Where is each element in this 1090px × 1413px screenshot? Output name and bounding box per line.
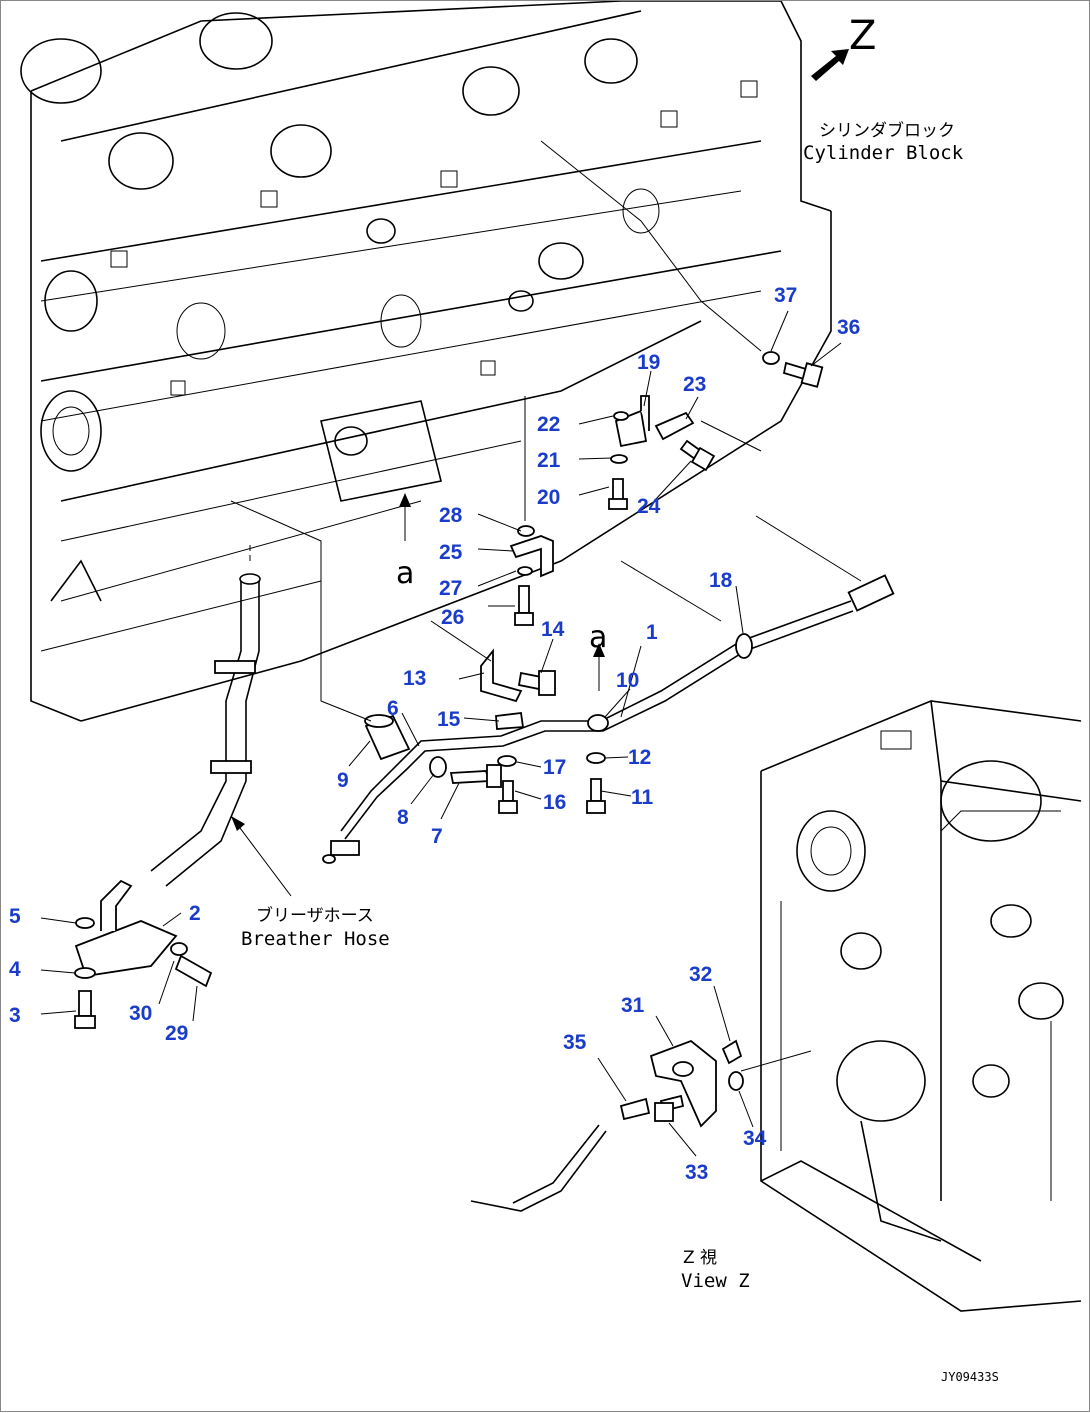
callout-24: 24 [637,495,661,518]
reference-mark-a-upper: a [396,556,414,591]
cylinder-block-label-jp: シリンダブロック [819,120,955,141]
corner-view-mark: Z [849,13,876,59]
callout-20: 20 [537,486,560,509]
callout-16: 16 [543,791,566,814]
callout-9: 9 [337,769,349,792]
callout-28: 28 [439,504,463,527]
callout-34: 34 [743,1127,767,1150]
cylinder-block-label-en: Cylinder Block [803,142,964,164]
reference-mark-a-lower: a [589,620,607,655]
leader-lines [40,49,862,1157]
bracket-31-drawing [470,1039,744,1212]
callout-19: 19 [637,351,660,374]
callout-23: 23 [683,373,706,396]
callout-5: 5 [9,905,21,928]
callout-35: 35 [563,1031,587,1054]
callout-4: 4 [9,958,21,981]
callouts: 1 2 3 4 5 6 7 8 9 10 11 12 13 14 15 16 1… [9,284,860,1184]
callout-3: 3 [9,1004,21,1027]
callout-13: 13 [403,667,426,690]
callout-22: 22 [537,413,560,436]
callout-27: 27 [439,577,462,600]
callout-2: 2 [189,902,201,925]
callout-12: 12 [628,746,651,769]
callout-1: 1 [646,621,658,644]
callout-26: 26 [441,606,464,629]
callout-30: 30 [129,1002,152,1025]
callout-6: 6 [387,697,399,720]
callout-8: 8 [397,806,409,829]
callout-7: 7 [431,825,443,848]
cylinder-block-drawing [20,1,832,722]
callout-37: 37 [774,284,797,307]
callout-17: 17 [543,756,566,779]
callout-25: 25 [439,541,463,564]
drawing-code: JY09433S [941,1370,999,1384]
sensor-harness-drawing [322,351,895,864]
front-cover-drawing [760,700,1082,1312]
callout-18: 18 [709,569,733,592]
callout-10: 10 [616,669,639,692]
callout-14: 14 [541,618,565,641]
callout-21: 21 [537,449,561,472]
breather-hose-label-en: Breather Hose [241,928,390,950]
callout-32: 32 [689,963,712,986]
breather-hose-drawing [74,541,261,1029]
breather-hose-label-jp: ブリーザホース [256,905,374,926]
callout-31: 31 [621,994,645,1017]
callout-33: 33 [685,1161,708,1184]
callout-29: 29 [165,1022,188,1045]
callout-36: 36 [837,316,860,339]
view-z-label-jp: Z 視 [683,1248,717,1268]
view-z-label-en: View Z [681,1270,750,1292]
callout-11: 11 [631,786,654,809]
callout-15: 15 [437,708,461,731]
